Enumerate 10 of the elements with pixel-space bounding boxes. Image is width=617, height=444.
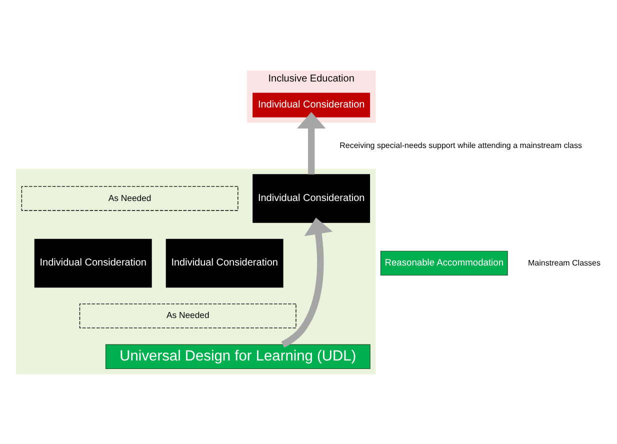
node-box: As Needed — [21, 186, 238, 210]
cluster — [16, 168, 376, 374]
node-box: Individual Consideration — [166, 238, 284, 288]
node-box: Individual Consideration — [34, 238, 152, 288]
node-box: Reasonable Accommodation — [380, 250, 508, 276]
node-box: As Needed — [79, 303, 296, 328]
node-box: Universal Design for Learning (UDL) — [105, 344, 370, 368]
node-box: Individual Consideration — [252, 92, 370, 117]
arrow — [296, 112, 326, 174]
node-box: Individual Consideration — [252, 174, 370, 222]
